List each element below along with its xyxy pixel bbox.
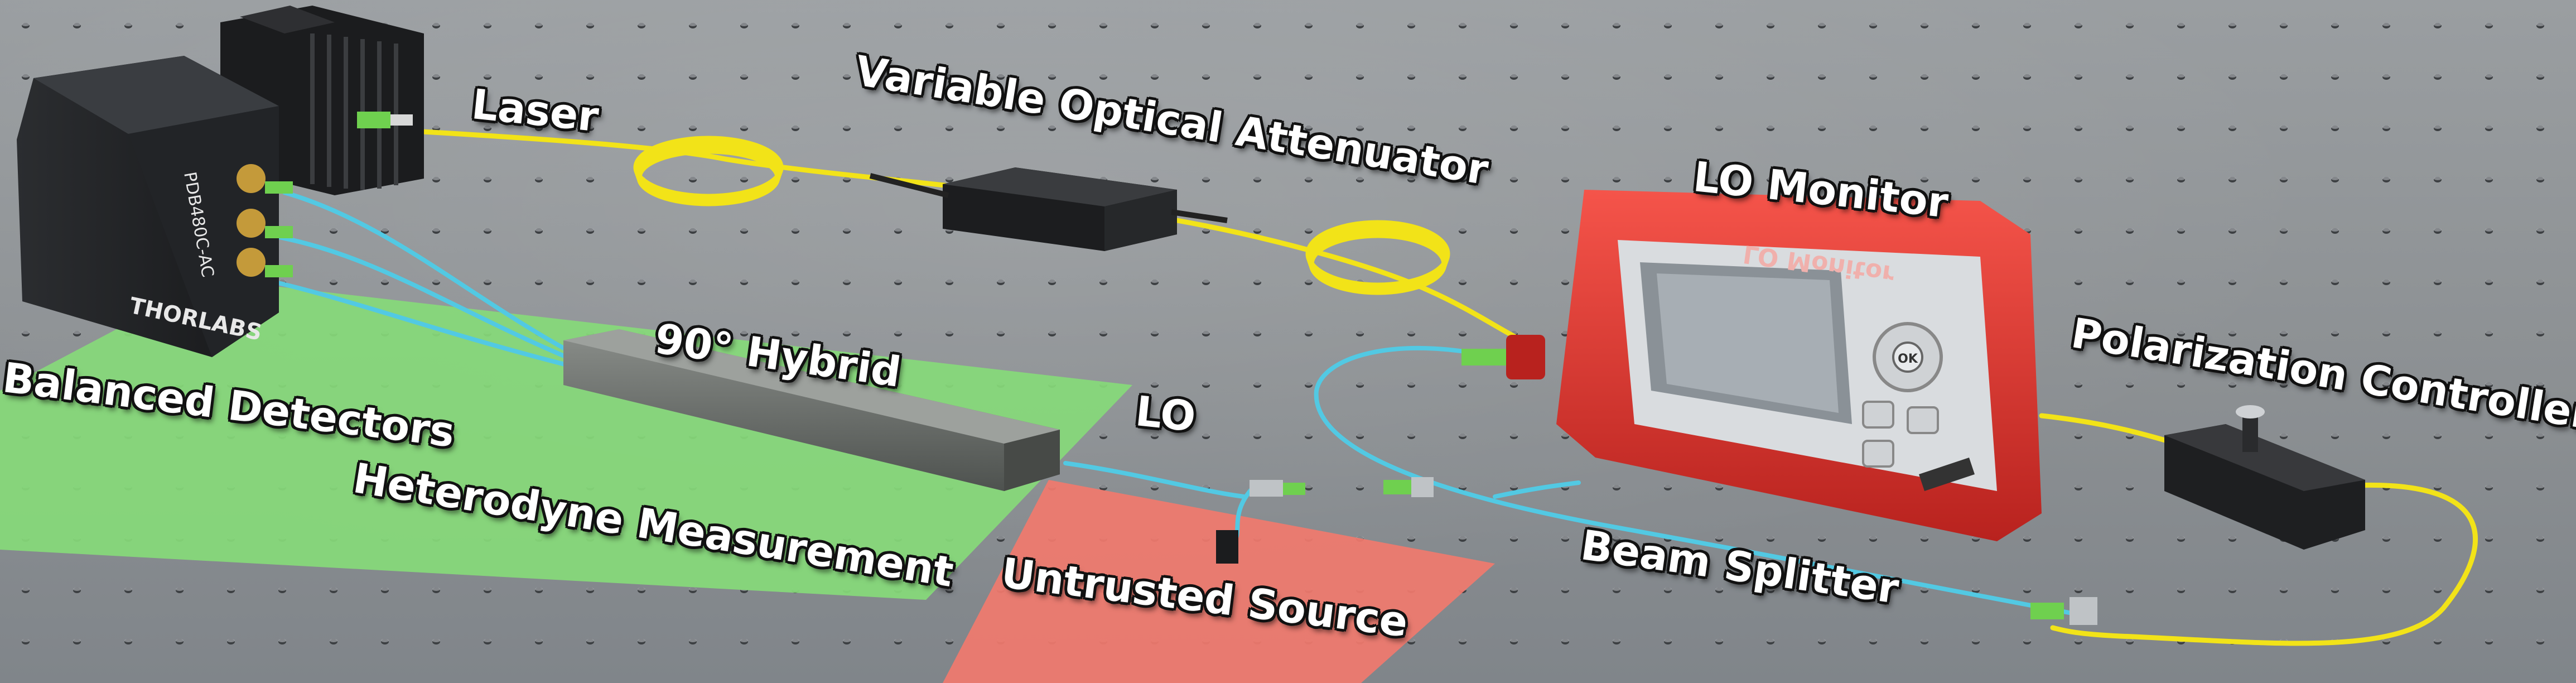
balanced-detectors-device: THORLABS PDB480C-AC — [17, 56, 293, 357]
voa-device — [869, 167, 1228, 251]
trusted-zone — [0, 279, 1132, 600]
lo-monitor-device: OK LO Monitor — [1461, 190, 2042, 541]
label-laser: Laser — [469, 80, 601, 142]
yellow-fibers — [410, 128, 2478, 646]
fiber-connectors — [1216, 477, 2097, 625]
ok-button-label: OK — [1898, 352, 1918, 366]
hybrid-device — [563, 329, 1060, 491]
polarization-controller-device — [2164, 405, 2365, 550]
label-lo: LO — [1133, 387, 1198, 441]
untrusted-zone — [943, 480, 1495, 683]
cyan-fibers — [271, 190, 2077, 616]
